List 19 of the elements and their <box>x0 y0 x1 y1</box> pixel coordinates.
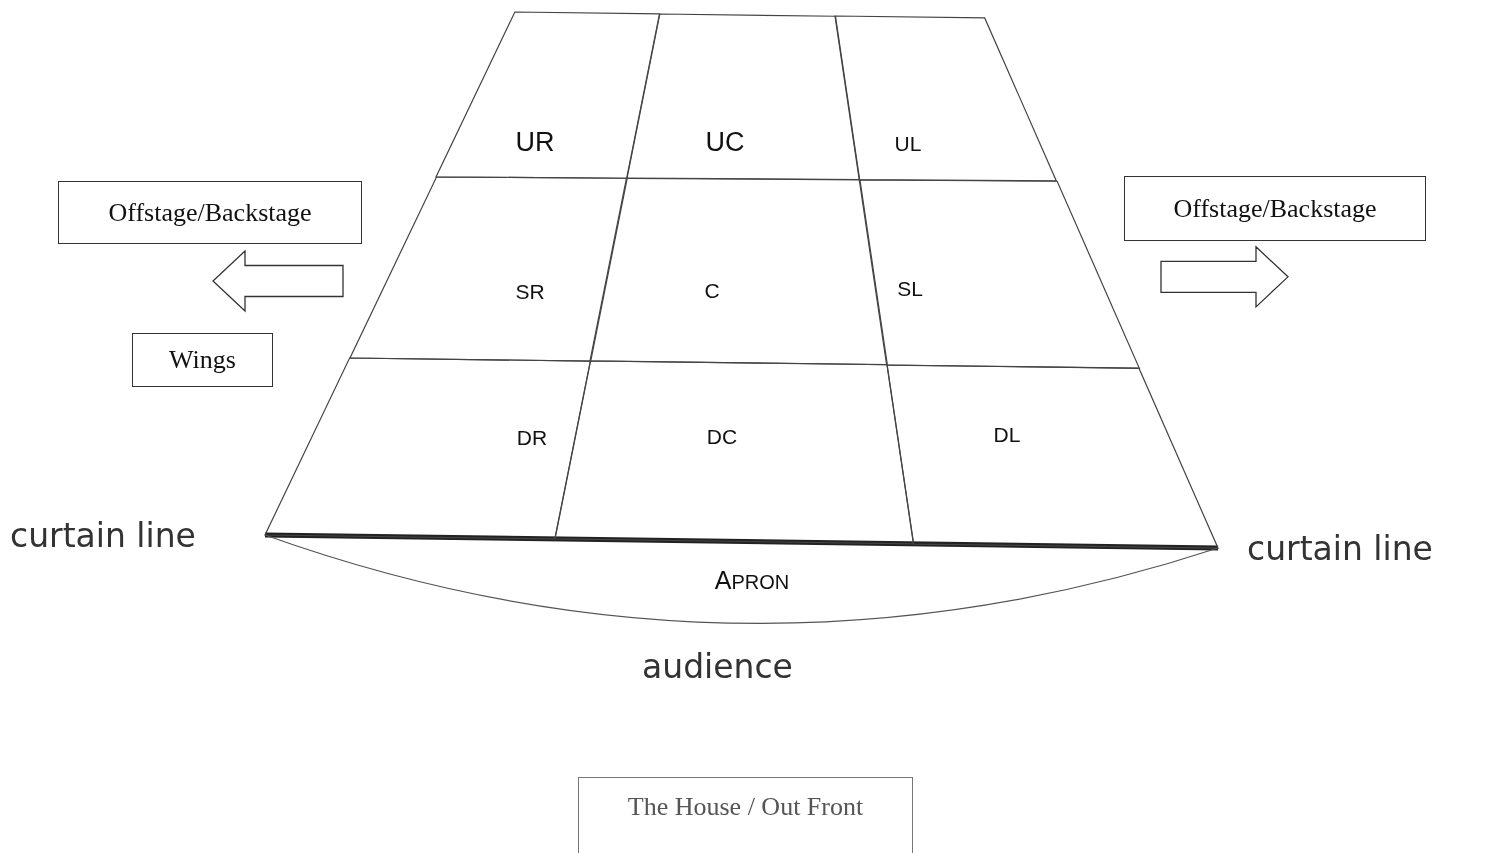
area-label: DL <box>993 423 1021 445</box>
label-box: Offstage/Backstage <box>1124 176 1426 241</box>
area-label: UL <box>894 132 922 154</box>
area-label: UC <box>705 128 745 156</box>
label-box: Wings <box>132 333 273 387</box>
label-box: Offstage/Backstage <box>58 181 362 244</box>
area-label: C <box>704 279 720 301</box>
block-arrow <box>1160 245 1289 309</box>
area-label: SL <box>897 277 923 299</box>
area-label: APRON <box>714 567 790 593</box>
label-box: The House / Out Front <box>578 777 913 853</box>
area-label: DC <box>706 425 738 447</box>
area-label: UR <box>515 128 555 156</box>
curtain-line-label: curtain line <box>10 519 196 552</box>
curtain-line-label: curtain line <box>1247 532 1433 565</box>
audience-label: audience <box>642 650 793 683</box>
block-arrow <box>212 249 344 313</box>
area-label: SR <box>515 280 545 302</box>
area-label: DR <box>516 426 548 448</box>
